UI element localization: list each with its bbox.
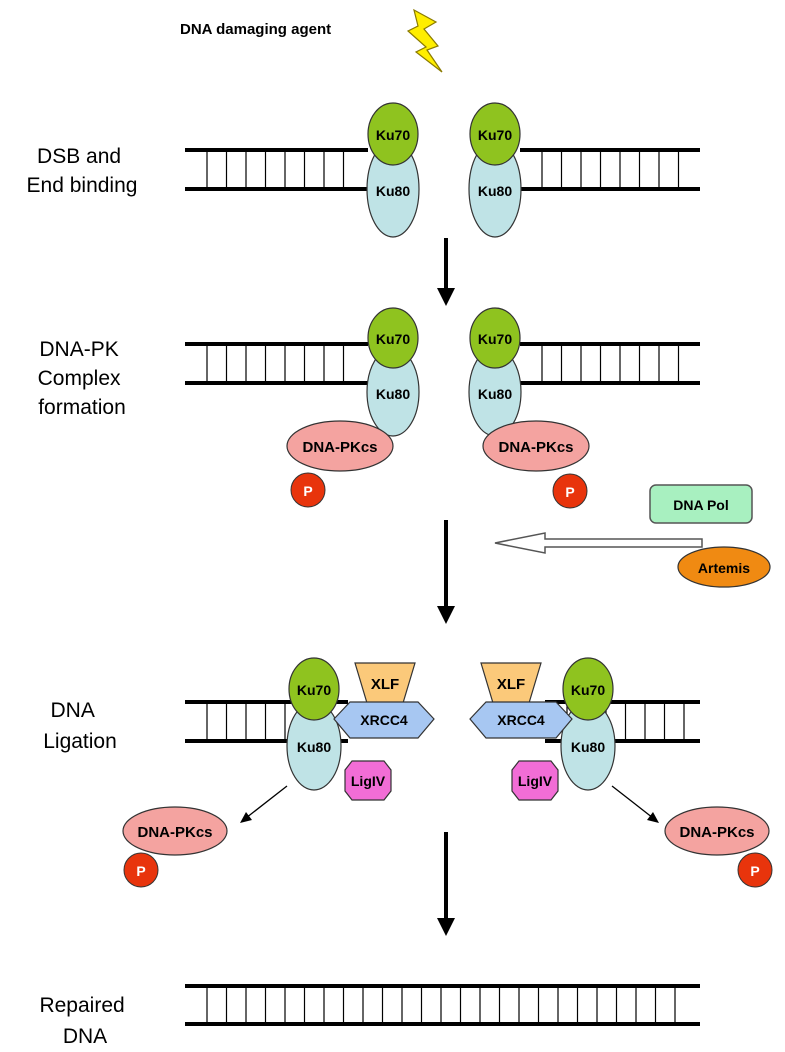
dna-pol-box: DNA Pol <box>649 484 753 524</box>
step-label-dsb: DSB and End binding <box>27 145 138 197</box>
svg-text:Ku70: Ku70 <box>376 127 410 143</box>
dna-strand-repaired <box>185 984 700 1026</box>
phosphate-pk-right: P <box>552 473 588 509</box>
dna-strand-pk-right <box>520 342 700 385</box>
ku70-pk-right: Ku70 <box>469 307 521 369</box>
dna-strand-pk-left <box>185 342 368 385</box>
damaging-agent-label: DNA damaging agent <box>180 21 331 38</box>
ku80-lig-right: Ku80 <box>560 701 616 791</box>
xlf-right: XLF <box>480 662 542 704</box>
lightning-bolt-icon <box>406 8 443 73</box>
xrcc4-left: XRCC4 <box>333 701 435 739</box>
svg-text:Ku70: Ku70 <box>571 682 605 698</box>
ku80-lig-left: Ku80 <box>286 701 342 791</box>
step-label-ligation: DNA Ligation <box>43 699 117 753</box>
svg-text:Ku80: Ku80 <box>478 386 512 402</box>
phosphate-pk-left: P <box>290 472 326 508</box>
svg-text:P: P <box>136 863 145 879</box>
svg-text:XRCC4: XRCC4 <box>497 712 545 728</box>
svg-text:P: P <box>565 484 574 500</box>
lig4-left: LigIV <box>344 760 392 801</box>
svg-text:LigIV: LigIV <box>351 773 386 789</box>
dnapkcs-pk-left: DNA-PKcs <box>286 420 394 472</box>
ku70-dsb-left: Ku70 <box>367 102 419 166</box>
svg-text:P: P <box>303 483 312 499</box>
step-label-dnapk: DNA-PK Complex formation <box>38 338 127 419</box>
svg-text:Ku80: Ku80 <box>297 739 331 755</box>
recruitment-arrow <box>494 532 703 554</box>
svg-text:Ku70: Ku70 <box>478 331 512 347</box>
ku70-lig-left: Ku70 <box>288 657 340 721</box>
release-arrow-right <box>611 785 659 823</box>
svg-text:DNA-PKcs: DNA-PKcs <box>498 439 573 456</box>
svg-text:XLF: XLF <box>371 676 399 693</box>
svg-text:Ku70: Ku70 <box>297 682 331 698</box>
svg-text:DNA-PKcs: DNA-PKcs <box>679 824 754 841</box>
release-arrow-left <box>240 785 288 823</box>
svg-text:Artemis: Artemis <box>698 560 750 576</box>
svg-text:Ku80: Ku80 <box>571 739 605 755</box>
dna-strand-dsb-left <box>185 148 368 191</box>
svg-text:XLF: XLF <box>497 676 525 693</box>
xrcc4-right: XRCC4 <box>469 701 573 739</box>
ku70-dsb-right: Ku70 <box>469 102 521 166</box>
phosphate-released-left: P <box>123 852 159 888</box>
ku70-pk-left: Ku70 <box>367 307 419 369</box>
svg-text:DNA-PKcs: DNA-PKcs <box>137 824 212 841</box>
step-arrow-1 <box>437 238 455 306</box>
dnapkcs-released-left: DNA-PKcs <box>122 806 228 856</box>
step-arrow-2 <box>437 520 455 624</box>
svg-text:LigIV: LigIV <box>518 773 553 789</box>
svg-text:Ku80: Ku80 <box>478 183 512 199</box>
ku80-pk-left: Ku80 <box>366 347 420 437</box>
lig4-right: LigIV <box>511 760 559 801</box>
phosphate-released-right: P <box>737 852 773 888</box>
svg-text:Ku70: Ku70 <box>376 331 410 347</box>
svg-text:DNA-PKcs: DNA-PKcs <box>302 439 377 456</box>
svg-text:Ku80: Ku80 <box>376 183 410 199</box>
xlf-left: XLF <box>354 662 416 704</box>
dnapkcs-released-right: DNA-PKcs <box>664 806 770 856</box>
artemis-ellipse: Artemis <box>677 546 771 588</box>
svg-text:Ku70: Ku70 <box>478 127 512 143</box>
ku70-lig-right: Ku70 <box>562 657 614 721</box>
svg-text:Ku80: Ku80 <box>376 386 410 402</box>
dna-strand-dsb-right <box>520 148 700 191</box>
dnapkcs-pk-right: DNA-PKcs <box>482 420 590 472</box>
step-arrow-3 <box>437 832 455 936</box>
svg-text:P: P <box>750 863 759 879</box>
step-label-repaired: Repaired DNA <box>39 994 130 1048</box>
svg-text:XRCC4: XRCC4 <box>360 712 408 728</box>
svg-text:DNA Pol: DNA Pol <box>673 497 728 513</box>
